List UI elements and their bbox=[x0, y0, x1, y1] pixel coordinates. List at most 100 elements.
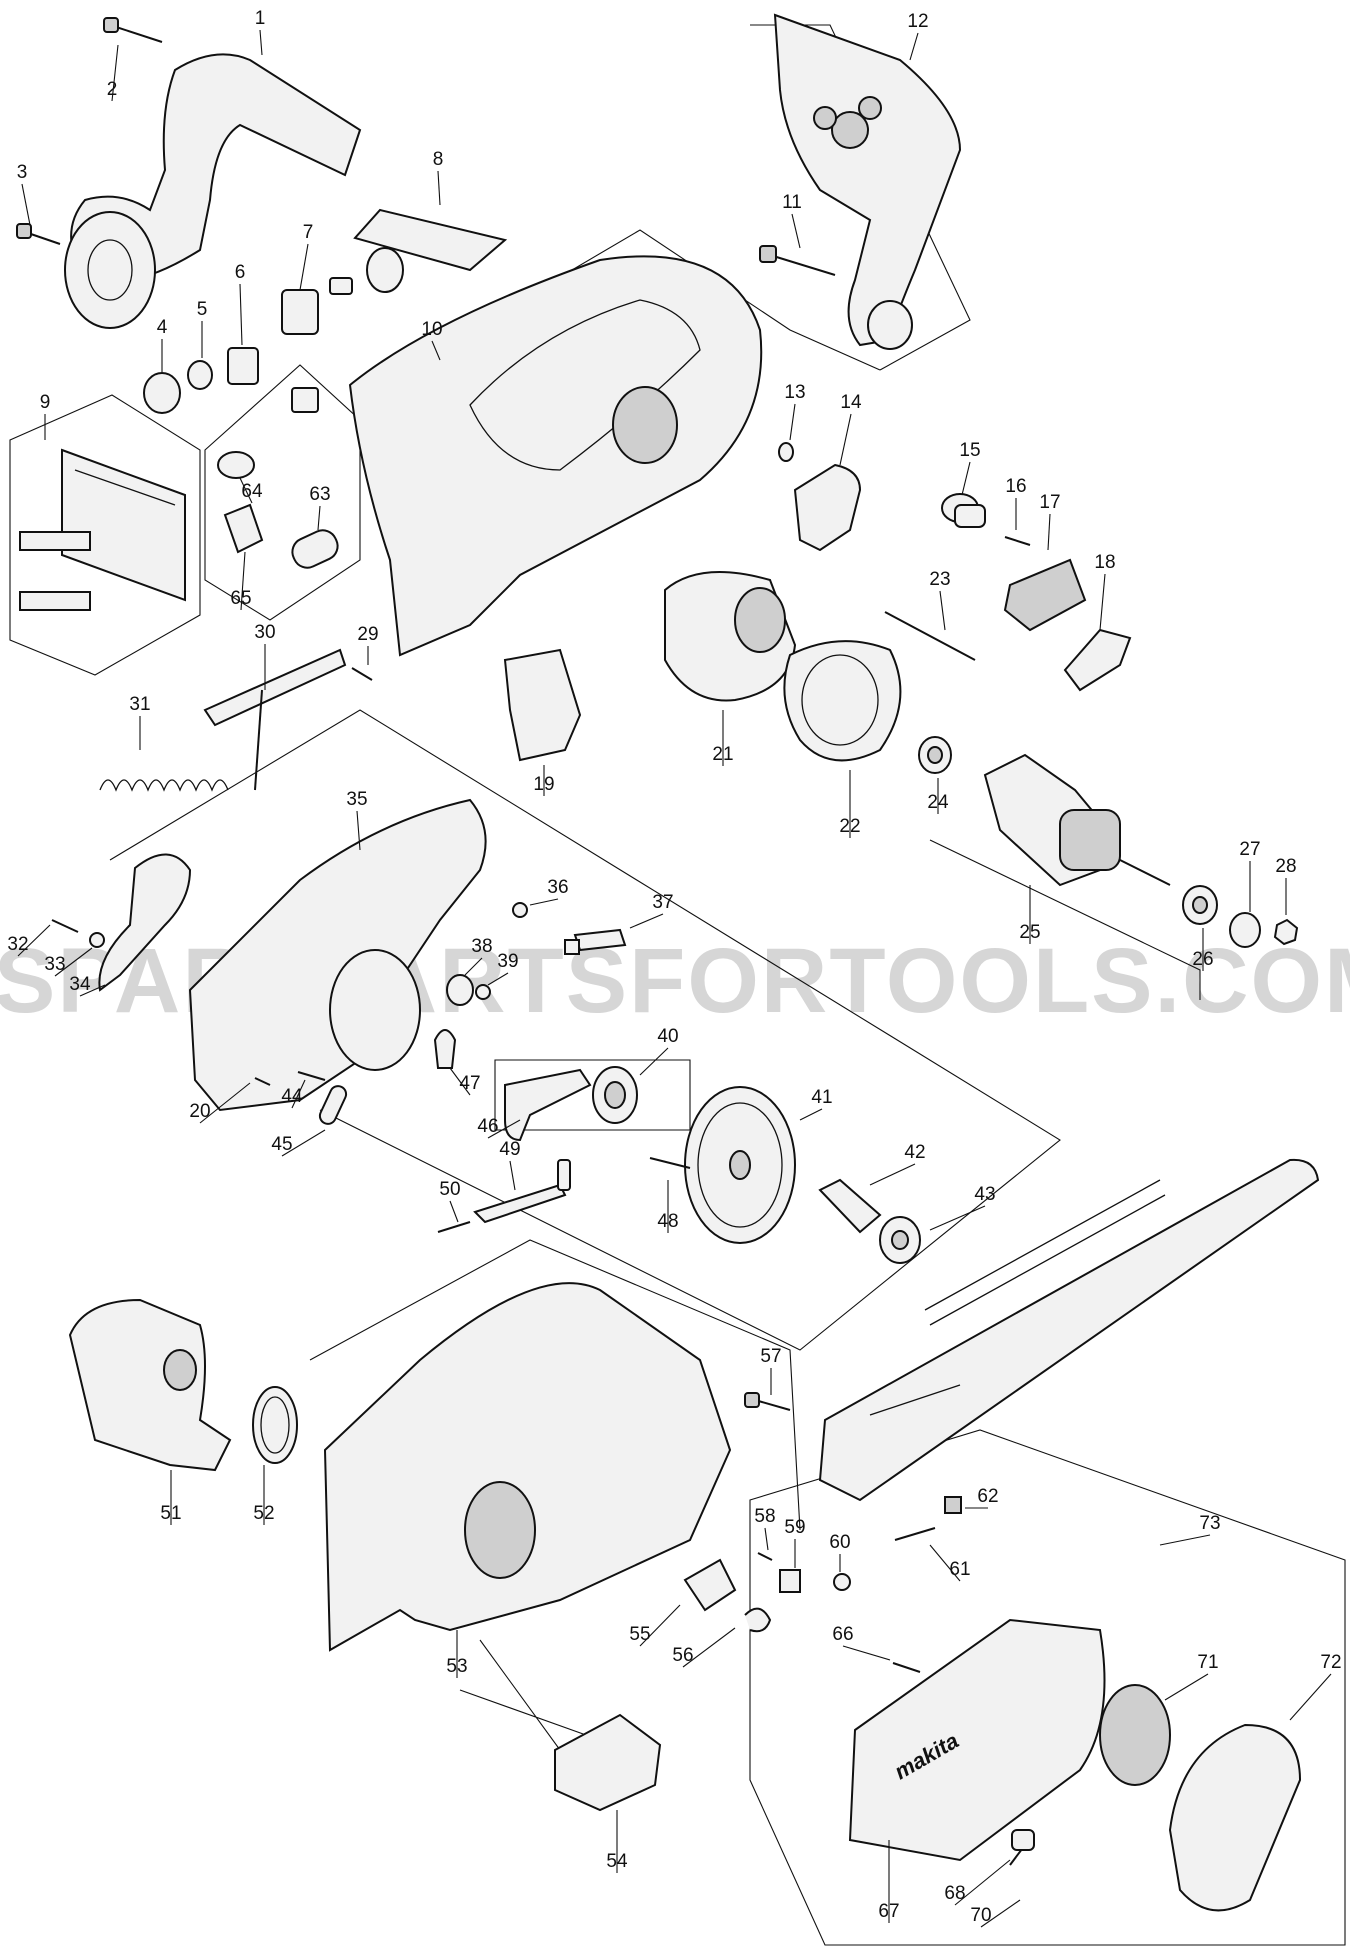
part-number-33: 33 bbox=[44, 954, 65, 975]
guide-53 bbox=[309, 1239, 801, 1531]
part-shape-24-28 bbox=[918, 736, 1299, 948]
part-shape-35 bbox=[188, 798, 487, 1112]
part-number-7: 7 bbox=[303, 222, 314, 243]
part-number-73: 73 bbox=[1199, 1513, 1220, 1534]
part-number-40: 40 bbox=[657, 1026, 678, 1047]
leader-line-23 bbox=[939, 590, 946, 631]
leader-line-11 bbox=[791, 213, 801, 249]
part-number-15: 15 bbox=[959, 440, 980, 461]
leader-line-73 bbox=[1159, 1534, 1211, 1546]
leader-line-49 bbox=[509, 1160, 516, 1191]
part-number-70: 70 bbox=[970, 1905, 991, 1926]
part-shape-63-65 bbox=[217, 451, 339, 569]
part-number-6: 6 bbox=[235, 262, 246, 283]
part-number-44: 44 bbox=[281, 1086, 303, 1107]
leader-line-10 bbox=[431, 340, 441, 361]
leader-line-44 bbox=[291, 1079, 306, 1109]
part-number-68: 68 bbox=[944, 1883, 965, 1904]
part-number-58: 58 bbox=[754, 1506, 775, 1527]
leader-line-20 bbox=[199, 1082, 251, 1124]
part-shape-29-31 bbox=[99, 648, 373, 792]
leader-line-68 bbox=[954, 1859, 1011, 1906]
part-number-31: 31 bbox=[129, 694, 150, 715]
part-shape-58-66 bbox=[757, 1496, 962, 1673]
guide-26 bbox=[929, 839, 1201, 1000]
part-shape-4-7 bbox=[143, 247, 404, 414]
part-number-14: 14 bbox=[840, 392, 862, 413]
part-shape-bar-chain bbox=[818, 1158, 1320, 1502]
leader-line-50 bbox=[449, 1200, 459, 1223]
part-number-24: 24 bbox=[927, 792, 949, 813]
part-number-13: 13 bbox=[784, 382, 805, 403]
part-shape-12 bbox=[773, 13, 962, 350]
guide-54 bbox=[459, 1639, 602, 1751]
part-number-20: 20 bbox=[189, 1101, 210, 1122]
part-number-46: 46 bbox=[477, 1116, 498, 1137]
part-shape-19 bbox=[503, 648, 582, 762]
leader-line-56 bbox=[682, 1627, 736, 1668]
part-number-53: 53 bbox=[446, 1656, 467, 1677]
part-number-71: 71 bbox=[1197, 1652, 1218, 1673]
part-number-23: 23 bbox=[929, 569, 950, 590]
part-number-56: 56 bbox=[672, 1645, 693, 1666]
part-number-61: 61 bbox=[949, 1559, 970, 1580]
part-shape-screws bbox=[16, 17, 836, 1411]
leader-line-40 bbox=[639, 1047, 669, 1076]
part-number-28: 28 bbox=[1275, 856, 1296, 877]
leader-line-37 bbox=[629, 913, 664, 929]
part-shape-8 bbox=[353, 208, 508, 272]
leader-line-63 bbox=[317, 505, 321, 531]
part-number-29: 29 bbox=[357, 624, 378, 645]
leader-line-18 bbox=[1099, 573, 1106, 631]
leader-line-13 bbox=[789, 403, 796, 441]
part-number-50: 50 bbox=[439, 1179, 460, 1200]
leader-line-72 bbox=[1289, 1673, 1332, 1721]
leader-line-32 bbox=[17, 924, 51, 957]
leader-line-8 bbox=[437, 170, 441, 206]
part-shape-13-18 bbox=[778, 442, 1132, 692]
leader-line-38 bbox=[464, 957, 483, 976]
part-number-62: 62 bbox=[977, 1486, 998, 1507]
part-shape-53 bbox=[323, 1282, 732, 1652]
part-shape-55-56 bbox=[683, 1558, 772, 1633]
leader-line-71 bbox=[1164, 1673, 1209, 1701]
leader-line-36 bbox=[529, 898, 559, 906]
part-shape-23 bbox=[884, 611, 976, 661]
leader-line-45 bbox=[281, 1129, 326, 1157]
part-number-5: 5 bbox=[197, 299, 208, 320]
leader-line-2 bbox=[111, 44, 119, 102]
part-number-26: 26 bbox=[1192, 949, 1213, 970]
part-number-63: 63 bbox=[309, 484, 330, 505]
part-number-66: 66 bbox=[832, 1624, 853, 1645]
part-number-36: 36 bbox=[547, 877, 568, 898]
leader-line-47 bbox=[449, 1067, 471, 1096]
part-number-55: 55 bbox=[629, 1624, 650, 1645]
leader-line-55 bbox=[639, 1604, 681, 1647]
part-number-37: 37 bbox=[652, 892, 673, 913]
part-number-10: 10 bbox=[421, 319, 442, 340]
part-number-3: 3 bbox=[17, 162, 28, 183]
part-shape-36-39 bbox=[433, 902, 627, 1069]
part-shape-49-50 bbox=[437, 1159, 571, 1233]
leader-lines bbox=[17, 29, 1332, 1928]
part-shape-67-72: makita bbox=[848, 1618, 1302, 1912]
leader-line-34 bbox=[79, 984, 106, 997]
part-number-39: 39 bbox=[497, 951, 518, 972]
part-number-72: 72 bbox=[1320, 1652, 1341, 1673]
part-number-65: 65 bbox=[230, 588, 251, 609]
part-number-19: 19 bbox=[533, 774, 554, 795]
part-shape-32-34 bbox=[51, 853, 192, 992]
part-number-54: 54 bbox=[606, 1851, 628, 1872]
leader-line-65 bbox=[240, 551, 246, 611]
part-number-8: 8 bbox=[433, 149, 444, 170]
leader-line-43 bbox=[929, 1205, 986, 1231]
leader-line-1 bbox=[259, 29, 263, 56]
leader-line-33 bbox=[54, 947, 93, 977]
part-number-9: 9 bbox=[40, 392, 51, 413]
group-box-9 bbox=[9, 394, 201, 676]
leader-line-41 bbox=[799, 1108, 823, 1121]
part-shape-10 bbox=[348, 255, 763, 657]
part-number-35: 35 bbox=[346, 789, 367, 810]
